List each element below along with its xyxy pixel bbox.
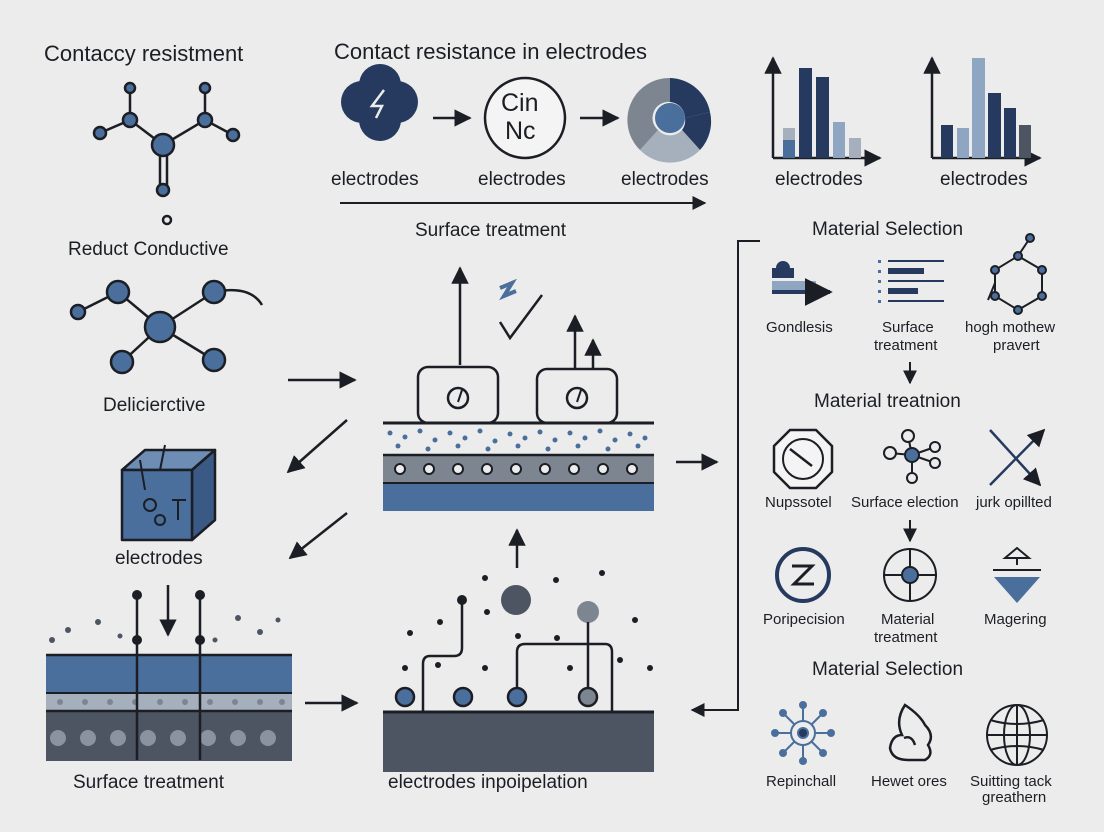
label-surface-treatment-left: Surface treatment (73, 772, 225, 793)
label-chart-electrodes-1: electrodes (775, 169, 863, 190)
electrode-cube-icon (120, 444, 217, 542)
gear-network-icon (771, 701, 835, 765)
label-greathern: greathern (982, 789, 1047, 806)
left-title: Contaccy resistment (44, 41, 244, 66)
label-surface: Surface (882, 319, 934, 336)
label-electrodes-3: electrodes (621, 169, 709, 190)
label-pravert: pravert (993, 337, 1040, 354)
hand-flame-icon (888, 703, 933, 762)
label-electrodes-left: electrodes (115, 548, 203, 569)
label-reduct-conductive: Reduct Conductive (68, 239, 229, 260)
lightning-cloud-icon (341, 64, 418, 141)
cin-text: Cin (501, 89, 539, 117)
label-magering: Magering (984, 611, 1047, 628)
pie-ring-icon (627, 77, 712, 163)
label-electrodes-inpoipelation: electrodes inpoipelation (388, 772, 588, 793)
section-title-material-treatnion: Material treatnion (814, 391, 961, 412)
molecule-icon-middle (69, 279, 264, 375)
label-repinchall: Repinchall (766, 773, 837, 790)
surface-list-icon (878, 260, 944, 303)
gondlesis-icon (772, 261, 833, 306)
node-graph-icon (883, 429, 941, 484)
hexagon-network-icon (987, 233, 1047, 315)
funnel-icon (993, 546, 1041, 603)
label-treatment: treatment (874, 337, 938, 354)
label-nupssotel: Nupssotel (765, 494, 832, 511)
label-hogh-mothew: hogh mothew (965, 319, 1056, 336)
left-layered-surface (46, 585, 292, 761)
bar-chart-icon-2 (923, 56, 1042, 167)
molecule-icon-top (92, 81, 241, 226)
label-chart-electrodes-2: electrodes (940, 169, 1028, 190)
center-lower-electrode (383, 528, 654, 772)
label-gondlesis: Gondlesis (766, 319, 833, 336)
bar-chart-icon-1 (764, 56, 882, 167)
cin-nc-circle-icon (483, 76, 567, 160)
bracket-connector (690, 240, 760, 717)
top-title: Contact resistance in electrodes (334, 39, 648, 64)
crosshair-icon (883, 548, 937, 602)
label-hewet-ores: Hewet ores (871, 773, 947, 790)
label-jurk-opillted: jurk opillted (976, 494, 1052, 511)
label-electrodes-1: electrodes (331, 169, 419, 190)
label-delicierctive: Delicierctive (103, 395, 206, 416)
section-title-material-selection-2: Material Selection (812, 659, 964, 680)
section-title-material-selection-1: Material Selection (812, 219, 964, 240)
crossing-arrows-icon (989, 428, 1046, 487)
label-electrodes-2: electrodes (478, 169, 566, 190)
gauge-icon (772, 428, 834, 490)
label-suitting-tack: Suitting tack (970, 773, 1052, 790)
nc-text: Nc (505, 117, 536, 145)
z-circle-icon (775, 547, 831, 603)
arrow-diag-2 (288, 512, 348, 560)
label-poripecision: Poripecision (763, 611, 845, 628)
center-upper-electrode (383, 266, 654, 511)
label-material: Material (881, 611, 935, 628)
arrow-diag-1 (286, 419, 348, 474)
label-surface-election: Surface election (851, 494, 959, 511)
label-material-treatment: treatment (874, 629, 938, 646)
label-surface-treatment-top: Surface treatment (415, 220, 567, 241)
globe-icon (986, 704, 1048, 766)
